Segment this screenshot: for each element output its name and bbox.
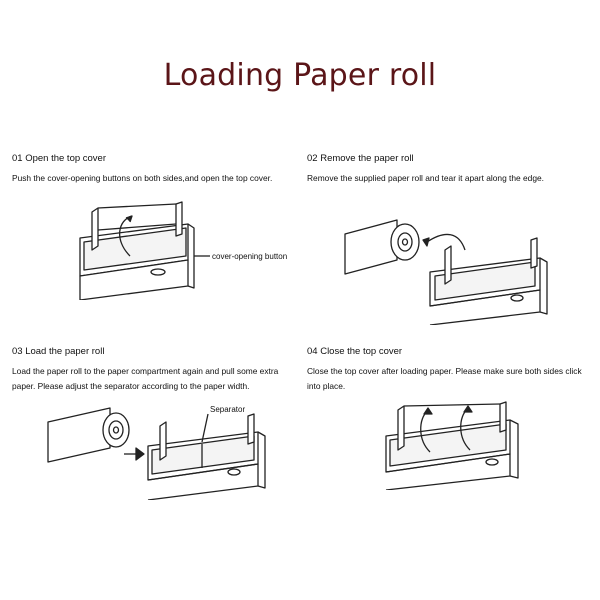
printer-cover-close-icon [385, 401, 519, 490]
step-3: 03 Load the paper roll Load the paper ro… [12, 346, 302, 394]
step-3-title: 03 Load the paper roll [12, 346, 105, 357]
step-2-title: 02 Remove the paper roll [307, 153, 414, 164]
step-2: 02 Remove the paper roll Remove the supp… [307, 153, 597, 186]
step-3-callout: Separator [210, 405, 245, 414]
step-1-callout: cover-opening button [212, 252, 287, 261]
step-4: 04 Close the top cover Close the top cov… [307, 346, 597, 394]
step-2-description: Remove the supplied paper roll and tear … [307, 173, 544, 183]
paper-roll-removal-icon [344, 219, 548, 325]
step-3-description: Load the paper roll to the paper compart… [12, 366, 279, 391]
step-1-title: 01 Open the top cover [12, 153, 107, 164]
paper-roll-loading-icon: Separator [47, 405, 266, 500]
page-title: Loading Paper roll [163, 58, 437, 93]
step-4-description: Close the top cover after loading paper.… [307, 366, 582, 391]
step-4-title: 04 Close the top cover [307, 346, 403, 357]
step-1: 01 Open the top cover Push the cover-ope… [12, 153, 302, 186]
printer-cover-open-icon: cover-opening button [79, 201, 287, 300]
step-1-description: Push the cover-opening buttons on both s… [12, 173, 273, 183]
